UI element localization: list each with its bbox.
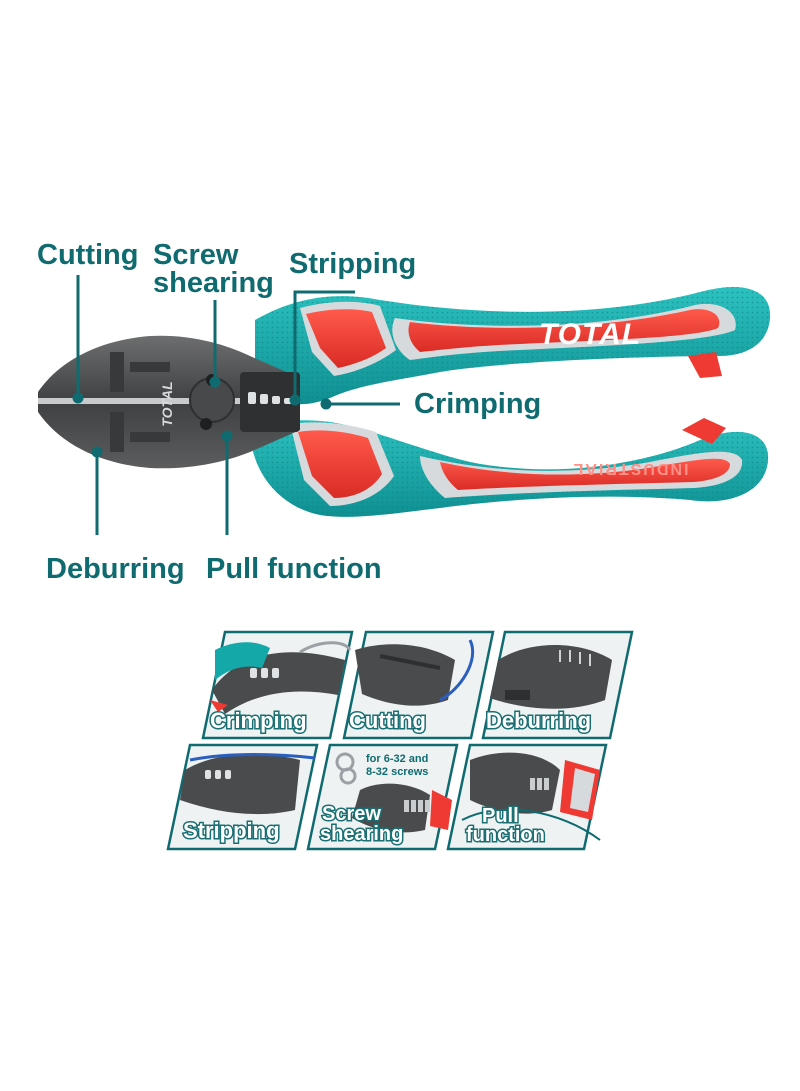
tile-screw-note-1: for 6-32 and: [366, 753, 428, 765]
callout-pull-function: Pull function: [206, 553, 382, 585]
brand-logo-text: TOTAL: [539, 318, 641, 351]
callout-labels: Cutting Screw shearing Stripping Crimpin…: [37, 239, 541, 585]
lower-handle: INDUSTRIAL: [250, 418, 769, 517]
upper-handle: TOTAL: [255, 287, 771, 405]
tile-stripping: Stripping: [166, 743, 319, 851]
pliers-main: TOTAL INDUSTRIAL: [38, 287, 771, 517]
handle-industrial-text: INDUSTRIAL: [572, 460, 689, 477]
tile-function-label: function: [466, 824, 545, 846]
tile-stripping-label: Stripping: [183, 818, 280, 843]
tile-crimping: Crimping: [201, 630, 354, 740]
tile-screw-label: Screw: [322, 803, 381, 825]
callout-shearing: shearing: [153, 267, 274, 299]
callout-stripping: Stripping: [289, 248, 416, 280]
tile-deburring-label: Deburring: [486, 708, 591, 733]
tile-screw-note-2: 8-32 screws: [366, 766, 428, 778]
tile-pull-label: Pull: [482, 805, 519, 827]
callout-screw: Screw: [153, 239, 239, 271]
callout-lines: [72, 275, 400, 535]
tile-pull-function: Pull function: [446, 743, 608, 851]
callout-crimping: Crimping: [414, 388, 541, 420]
tile-deburring: Deburring: [481, 630, 634, 740]
callout-cutting: Cutting: [37, 239, 138, 271]
function-tiles: Crimping Cutting Deburring Stripping: [166, 630, 634, 851]
callout-deburring: Deburring: [46, 553, 185, 585]
tile-screw-shearing: for 6-32 and 8-32 screws Screw shearing: [306, 743, 459, 851]
tile-shearing-label: shearing: [320, 823, 403, 845]
svg-text:TOTAL: TOTAL: [159, 381, 175, 426]
tile-cutting-label: Cutting: [349, 708, 426, 733]
pliers-head: TOTAL: [38, 335, 300, 469]
tile-cutting: Cutting: [342, 630, 495, 740]
tile-crimping-label: Crimping: [210, 708, 307, 733]
